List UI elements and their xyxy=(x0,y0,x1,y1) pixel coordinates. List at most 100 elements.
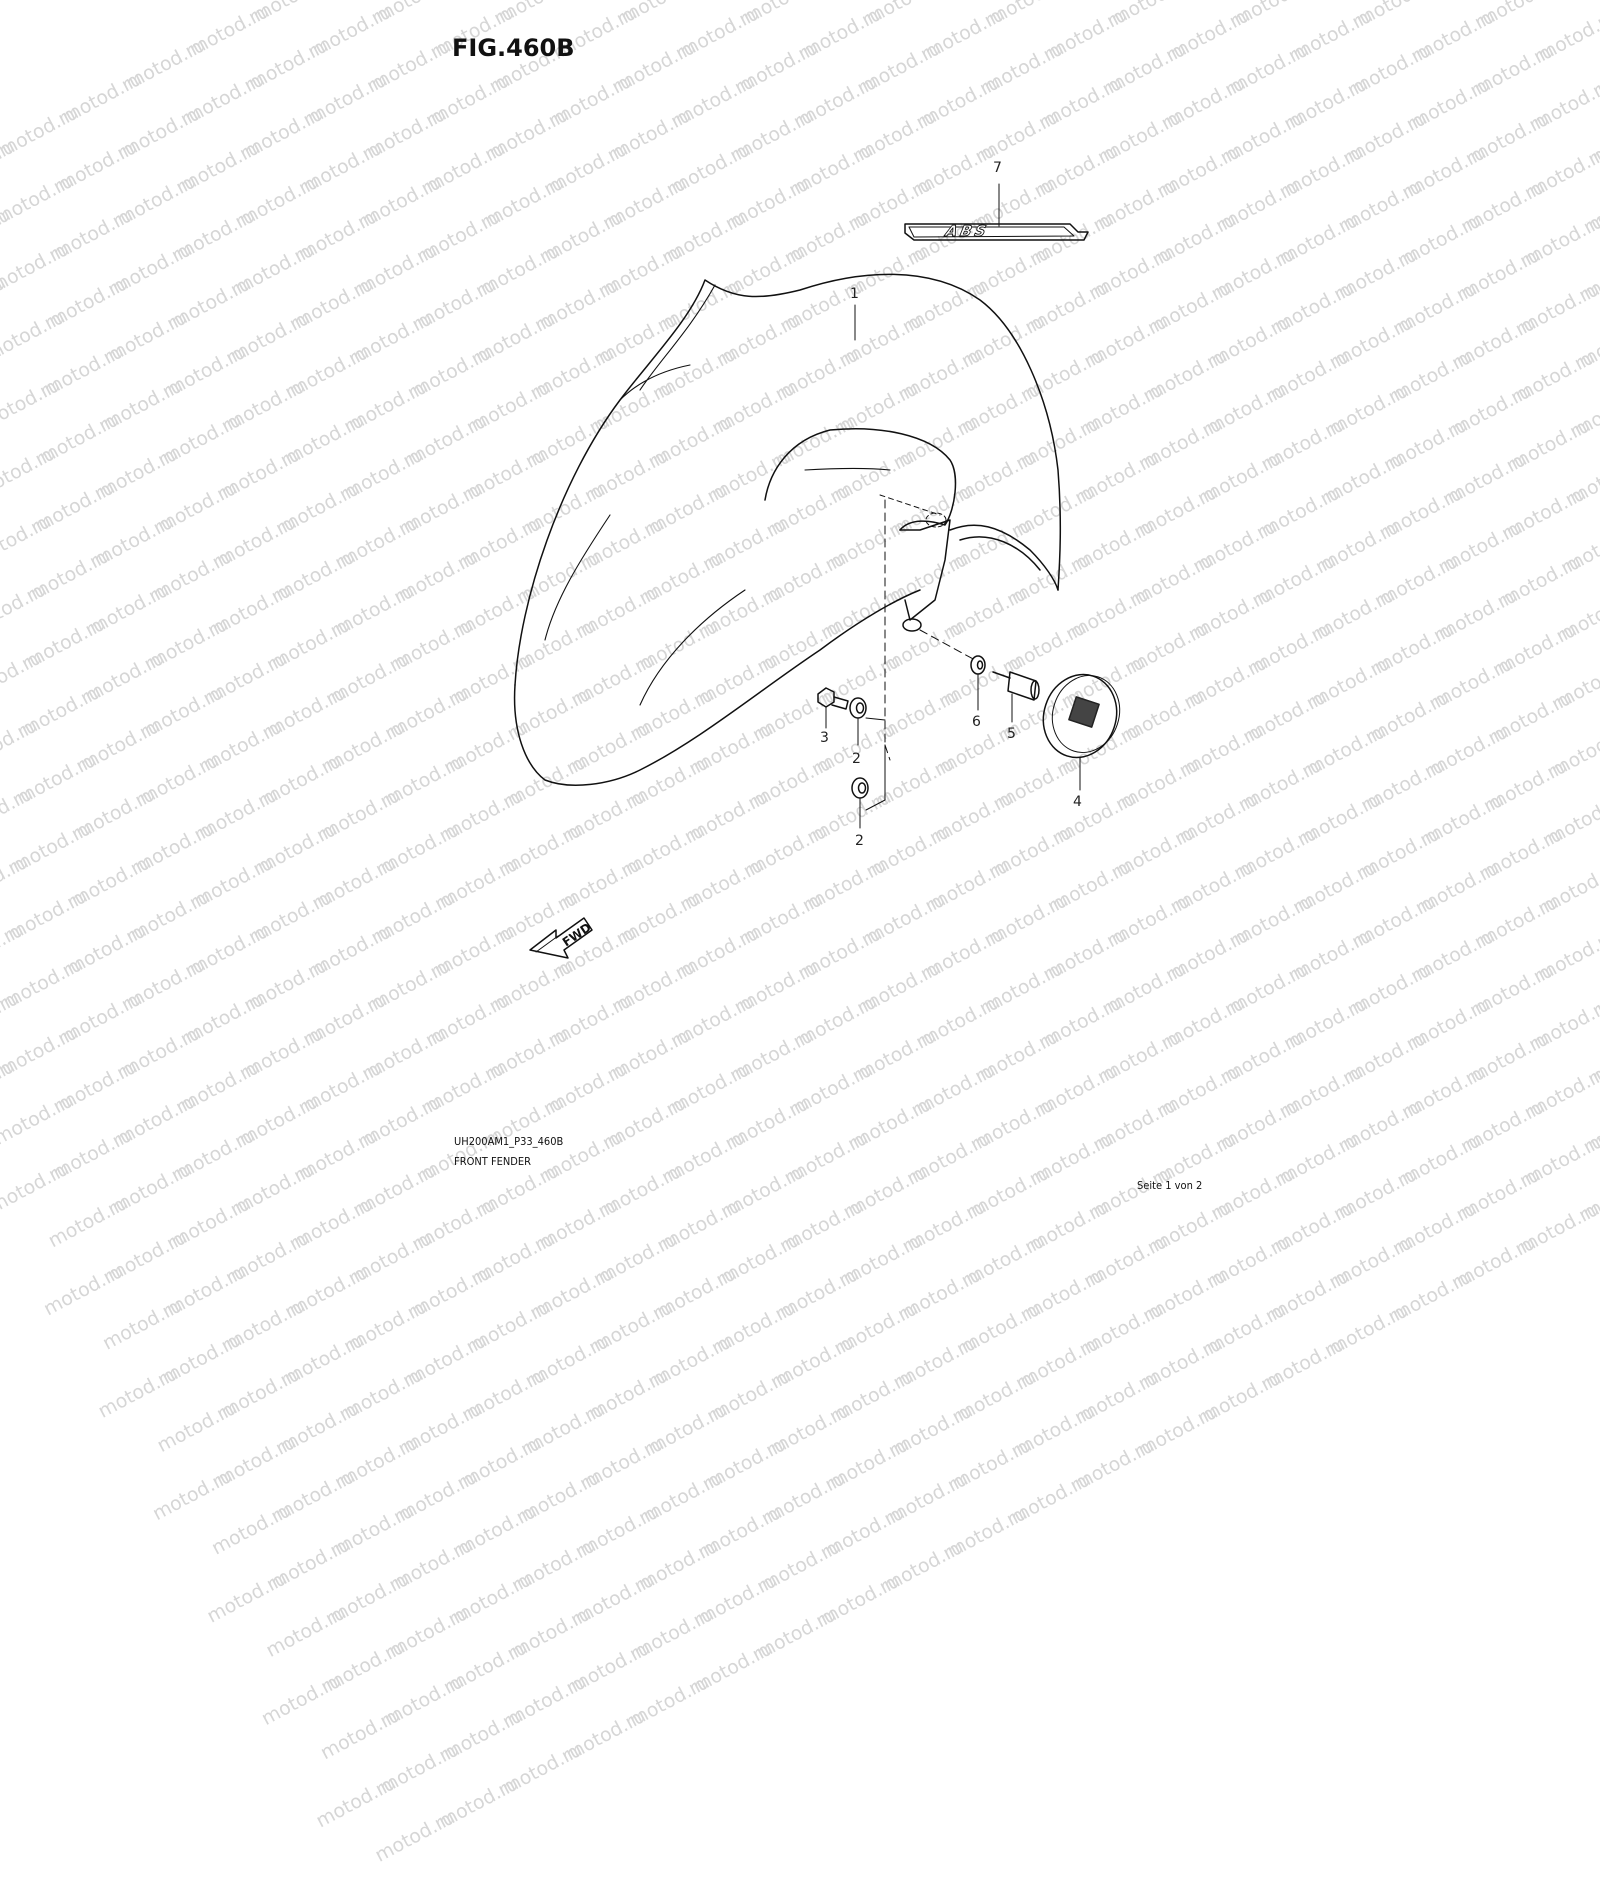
watermark-text: motod.ru xyxy=(154,1252,245,1337)
watermark-text: motod.ru xyxy=(1139,1188,1230,1273)
watermark-text: motod.ru xyxy=(1253,1324,1344,1409)
watermark-text: motod.ru xyxy=(458,1287,549,1372)
watermark-text: motod.ru xyxy=(449,1423,540,1508)
watermark-text: motod.ru xyxy=(563,1560,654,1645)
watermark-text: motod.ru xyxy=(1194,1290,1285,1375)
watermark-text: motod.ru xyxy=(463,1219,554,1304)
watermark-text: motod.ru xyxy=(195,1558,286,1643)
watermark-text: motod.ru xyxy=(218,1218,309,1303)
watermark-text: motod.ru xyxy=(822,1357,913,1442)
watermark-text: motod.ru xyxy=(767,1254,858,1339)
watermark-text: motod.ru xyxy=(1003,1391,1094,1476)
watermark-text: motod.ru xyxy=(1507,1189,1598,1274)
watermark-text: motod.ru xyxy=(304,1763,395,1848)
watermark-text: motod.ru xyxy=(367,1729,458,1814)
watermark-text: motod.ru xyxy=(704,1288,795,1373)
watermark-text: motod.ru xyxy=(645,1254,736,1339)
watermark-text: motod.ru xyxy=(431,1696,522,1781)
watermark-text: motod.ru xyxy=(1262,1188,1353,1273)
watermark-text: motod.ru xyxy=(445,1491,536,1576)
watermark-text: motod.ru xyxy=(631,1458,722,1543)
watermark-text: motod.ru xyxy=(1135,1256,1226,1341)
washer-part-2b xyxy=(852,778,868,798)
watermark-text: motod.ru xyxy=(1316,1290,1407,1375)
watermark-text: motod.ru xyxy=(640,1322,731,1407)
watermark-text: motod.ru xyxy=(504,1526,595,1611)
watermark-text: motod.ru xyxy=(935,1493,1026,1578)
reflector-part-4 xyxy=(1033,665,1130,767)
watermark-text: motod.ru xyxy=(572,1424,663,1509)
watermark-text: motod.ru xyxy=(268,1388,359,1473)
watermark-text: motod.ru xyxy=(336,1286,427,1371)
figure-code: UH200AM1_P33_460B xyxy=(454,1135,563,1148)
callout-2a: 2 xyxy=(852,751,861,767)
watermark-text: motod.ru xyxy=(263,1456,354,1541)
watermark-text: motod.ru xyxy=(622,1594,713,1679)
watermark-text: motod.ru xyxy=(871,1527,962,1612)
watermark-text: motod.ru xyxy=(277,1252,368,1337)
watermark-text: motod.ru xyxy=(213,1286,304,1371)
watermark-text: motod.ru xyxy=(372,1661,463,1746)
watermark-text: motod.ru xyxy=(558,1628,649,1713)
watermark-text: motod.ru xyxy=(881,1391,972,1476)
watermark-text: motod.ru xyxy=(32,1251,123,1336)
watermark-text: motod.ru xyxy=(86,1354,177,1439)
watermark-text: motod.ru xyxy=(249,1661,340,1746)
watermark-text: motod.ru xyxy=(949,1289,1040,1374)
watermark-text: motod.ru xyxy=(318,1559,409,1644)
watermark-text: motod.ru xyxy=(508,1457,599,1542)
watermark-text: motod.ru xyxy=(331,1355,422,1440)
watermark-text: motod.ru xyxy=(390,1389,481,1474)
watermark-text: motod.ru xyxy=(581,1287,672,1372)
callout-2b: 2 xyxy=(855,833,864,849)
watermark-text: motod.ru xyxy=(617,1662,708,1747)
watermark-text: motod.ru xyxy=(758,1390,849,1475)
watermark-text: motod.ru xyxy=(1321,1222,1412,1307)
bolt-part-3 xyxy=(818,688,848,709)
watermark-text: motod.ru xyxy=(812,1493,903,1578)
watermark-text: motod.ru xyxy=(327,1423,418,1508)
watermark-text: motod.ru xyxy=(204,1422,295,1507)
watermark-text: motod.ru xyxy=(377,1593,468,1678)
washer-part-6 xyxy=(971,656,985,674)
watermark-text: motod.ru xyxy=(440,1559,531,1644)
watermark-text: motod.ru xyxy=(259,1525,350,1610)
watermark-text: motod.ru xyxy=(141,1456,232,1541)
watermark-text: motod.ru xyxy=(1444,1223,1535,1308)
watermark-text: motod.ru xyxy=(399,1253,490,1338)
watermark-text: motod.ru xyxy=(681,1629,772,1714)
watermark-text: motod.ru xyxy=(699,1356,790,1441)
watermark-text: motod.ru xyxy=(386,1457,477,1542)
watermark-text: motod.ru xyxy=(685,1560,776,1645)
watermark-text: motod.ru xyxy=(999,1460,1090,1545)
figure-title: FIG.460B xyxy=(452,34,575,62)
watermark-text: motod.ru xyxy=(890,1255,981,1340)
watermark-text: motod.ru xyxy=(1130,1324,1221,1409)
watermark-text: motod.ru xyxy=(200,1490,291,1575)
watermark-text: motod.ru xyxy=(145,1388,236,1473)
callout-7: 7 xyxy=(993,160,1002,176)
callout-6: 6 xyxy=(972,714,981,730)
watermark-text: motod.ru xyxy=(1062,1426,1153,1511)
abs-emblem-text: ABS xyxy=(943,222,991,240)
watermark-text: motod.ru xyxy=(1067,1358,1158,1443)
watermark-text: motod.ru xyxy=(708,1220,799,1305)
watermark-text: motod.ru xyxy=(554,1696,645,1781)
watermark-text: motod.ru xyxy=(395,1321,486,1406)
watermark-text: motod.ru xyxy=(436,1628,527,1713)
callout-3: 3 xyxy=(820,730,829,746)
watermark-text: motod.ru xyxy=(340,1218,431,1303)
watermark-text: motod.ru xyxy=(885,1323,976,1408)
watermark-text: motod.ru xyxy=(826,1288,917,1373)
watermark-text: motod.ru xyxy=(753,1458,844,1543)
watermark-text: motod.ru xyxy=(953,1221,1044,1306)
watermark-text: motod.ru xyxy=(1198,1222,1289,1307)
figure-name: FRONT FENDER xyxy=(454,1155,531,1168)
callout-5: 5 xyxy=(1007,726,1016,742)
watermark-text: motod.ru xyxy=(1126,1392,1217,1477)
watermark-text: motod.ru xyxy=(513,1389,604,1474)
watermark-text: motod.ru xyxy=(308,1695,399,1780)
watermark-text: motod.ru xyxy=(626,1526,717,1611)
watermark-text: motod.ru xyxy=(272,1320,363,1405)
spacer-part-5 xyxy=(993,672,1039,700)
